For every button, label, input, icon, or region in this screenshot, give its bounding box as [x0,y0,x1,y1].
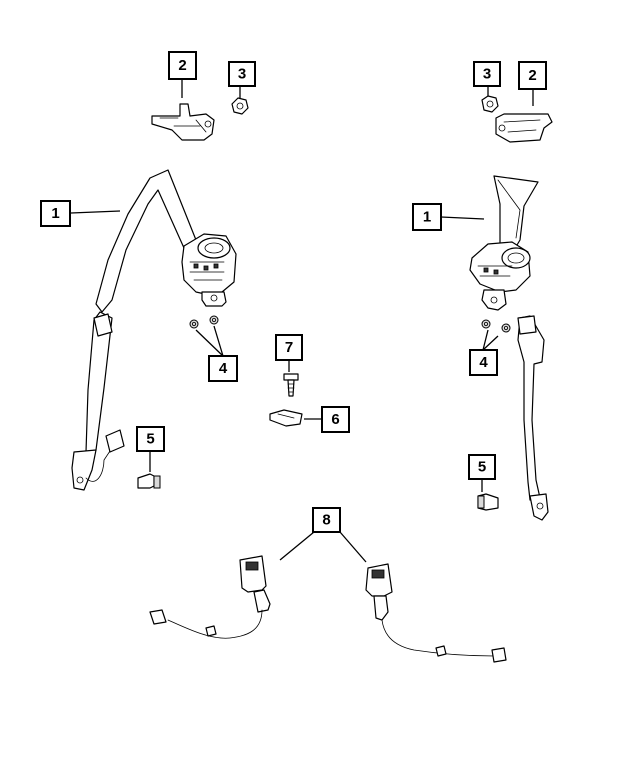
screw [283,373,299,397]
callout-5-right-label: 5 [478,459,486,476]
nut-left [231,97,249,115]
bolt-pair-left [189,315,219,329]
anchor-bolt-left [137,473,161,489]
callout-1-right: 1 [412,203,442,231]
clip [269,409,303,427]
belt-guide-bracket-right [495,113,553,143]
callout-1-left: 1 [40,200,71,227]
callout-4-left-label: 4 [219,360,228,377]
seat-belt-retractor-left [71,169,237,491]
callout-6: 6 [321,406,350,433]
callout-7: 7 [275,334,303,361]
leader-lines [70,79,534,563]
anchor-bolt-right [477,493,499,511]
callout-5-right: 5 [468,454,496,480]
callout-3-left: 3 [228,61,256,87]
callout-4-left: 4 [208,355,238,382]
callout-3-left-label: 3 [238,66,246,83]
callout-4-right-label: 4 [479,354,488,371]
callout-2-right-label: 2 [528,67,536,84]
callout-6-label: 6 [331,411,339,428]
callout-4-right: 4 [469,349,498,376]
callout-8: 8 [312,507,341,533]
bolt-pair-right [481,319,511,333]
callout-5-left: 5 [136,426,165,452]
seat-belt-retractor-right [469,175,549,521]
seat-belt-buckle-right [365,563,507,663]
callout-7-label: 7 [285,339,293,356]
callout-2-left-label: 2 [178,57,186,74]
callout-5-left-label: 5 [146,431,154,448]
callout-3-right: 3 [473,61,501,87]
seat-belt-buckle-left [149,555,271,639]
nut-right [481,95,499,113]
callout-2-left: 2 [168,51,197,80]
callout-8-label: 8 [322,512,330,529]
callout-3-right-label: 3 [483,66,491,83]
callout-1-right-label: 1 [423,209,431,226]
callout-2-right: 2 [518,61,547,90]
belt-guide-bracket-left [151,103,215,141]
callout-1-left-label: 1 [51,205,59,222]
